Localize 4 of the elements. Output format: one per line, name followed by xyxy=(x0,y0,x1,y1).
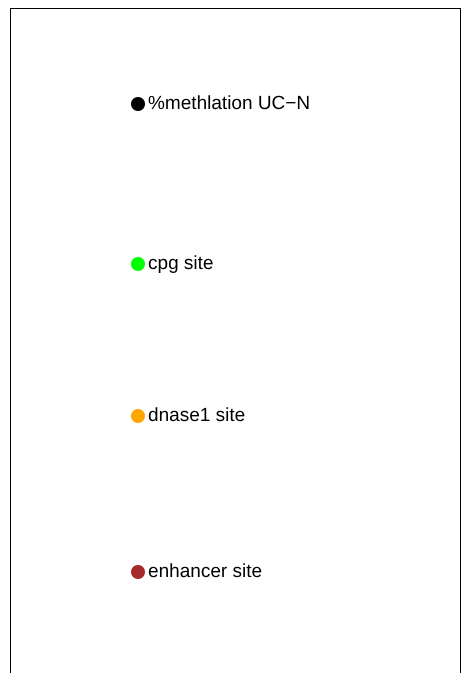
legend-label: cpg site xyxy=(148,253,214,275)
legend-label: enhancer site xyxy=(148,561,262,583)
legend-label: dnase1 site xyxy=(148,405,246,427)
legend-label: %methlation UC−N xyxy=(148,93,310,115)
